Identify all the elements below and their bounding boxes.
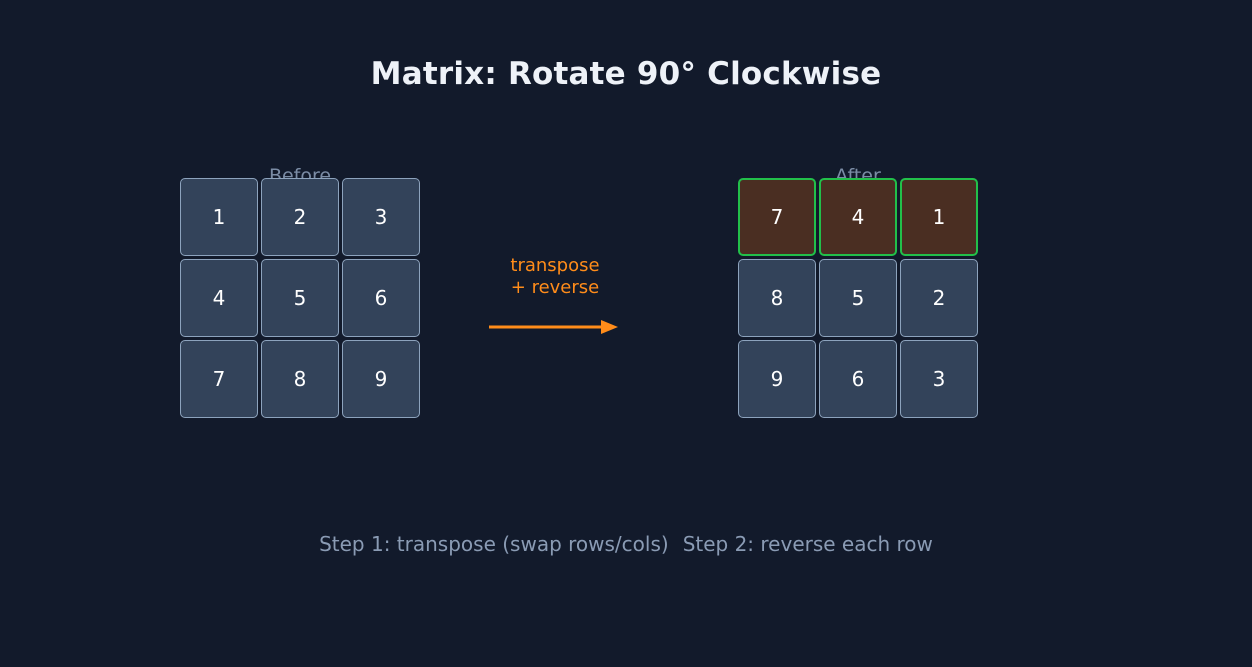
before-cell-r0c2: 3 [342,178,420,256]
arrow-label-line2: + reverse [510,277,600,298]
after-cell-r2c0: 9 [738,340,816,418]
transform-arrow-label: transpose + reverse [455,255,655,299]
before-cell-r2c1: 8 [261,340,339,418]
before-cell-r1c0: 4 [180,259,258,337]
after-cell-r1c2: 2 [900,259,978,337]
caption: Step 1: transpose (swap rows/cols) Step 2… [0,532,1252,556]
arrow-label-line1: transpose [510,255,600,276]
after-cell-r0c1: 4 [819,178,897,256]
before-cell-r1c2: 6 [342,259,420,337]
after-cell-r1c0: 8 [738,259,816,337]
arrow-right-icon [489,320,618,334]
caption-step1: Step 1: transpose (swap rows/cols) [319,532,669,556]
before-cell-r2c2: 9 [342,340,420,418]
caption-step2: Step 2: reverse each row [682,532,933,556]
before-cell-r2c0: 7 [180,340,258,418]
after-cell-r2c2: 3 [900,340,978,418]
after-cell-r0c2: 1 [900,178,978,256]
after-cell-r2c1: 6 [819,340,897,418]
transform-arrow-group: transpose + reverse [455,255,655,350]
before-cell-r1c1: 5 [261,259,339,337]
after-cell-r1c1: 5 [819,259,897,337]
before-cell-r0c0: 1 [180,178,258,256]
after-cell-r0c0: 7 [738,178,816,256]
before-cell-r0c1: 2 [261,178,339,256]
page-title: Matrix: Rotate 90° Clockwise [370,56,882,92]
